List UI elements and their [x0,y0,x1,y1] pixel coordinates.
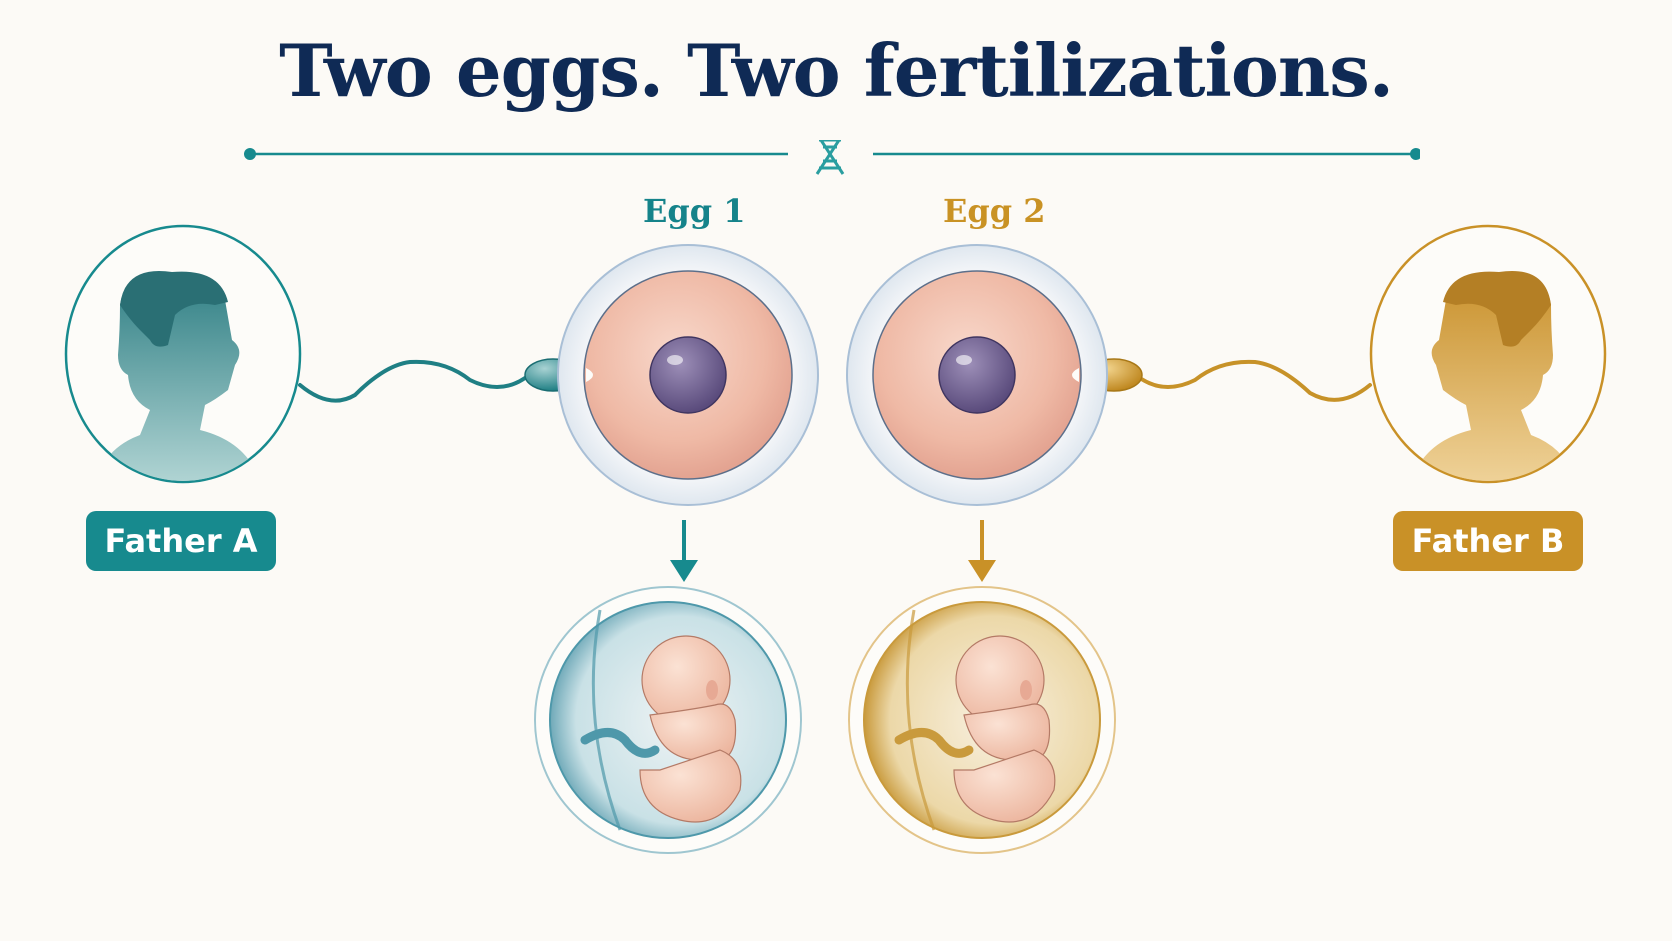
father-b-portrait [1369,224,1607,484]
egg-2 [846,244,1108,506]
father-a-badge: Father A [86,511,276,571]
embryo-1 [534,586,802,854]
father-b-badge: Father B [1393,511,1583,571]
egg-2-label: Egg 2 [943,192,1046,230]
page-title: Two eggs. Two fertilizations. [279,28,1394,113]
arrow-down-icon [670,520,698,582]
egg-1-label: Egg 1 [643,192,746,230]
embryo-2 [848,586,1116,854]
dna-icon [815,140,845,175]
arrow-down-icon [968,520,996,582]
egg-1 [557,244,819,506]
father-a-portrait [64,224,302,484]
title-divider [244,140,1420,175]
